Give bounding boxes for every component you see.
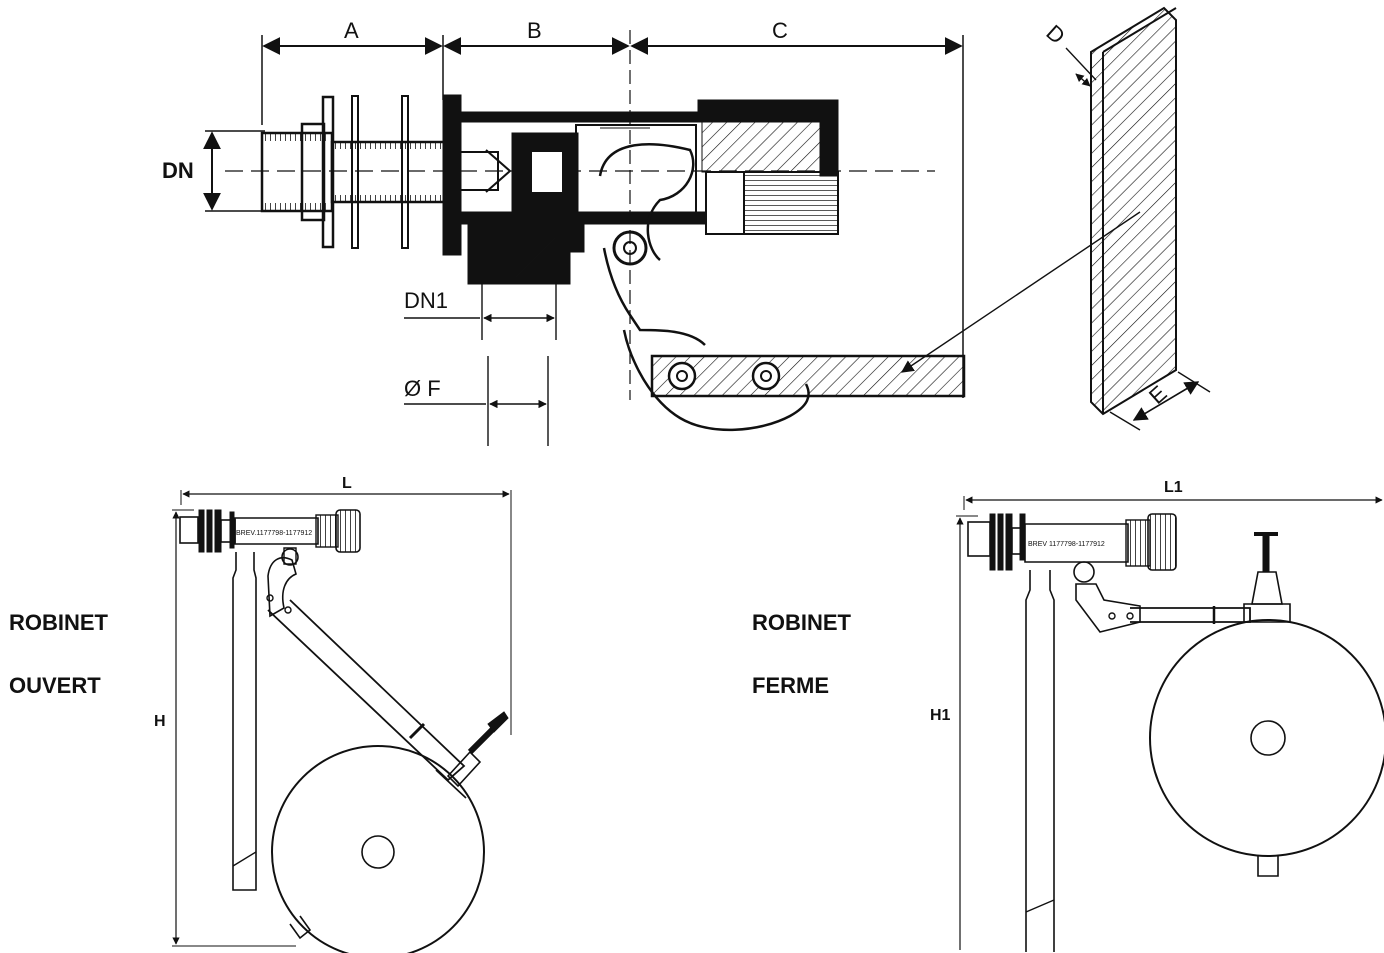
closed-state-line2: FERME bbox=[752, 673, 829, 698]
label-l1: L1 bbox=[1164, 479, 1183, 496]
float-ball-open bbox=[271, 745, 485, 953]
open-valve-view bbox=[172, 490, 512, 953]
label-d: D bbox=[1041, 20, 1070, 49]
dimension-e-line bbox=[1132, 381, 1200, 421]
label-dn1: DN1 bbox=[404, 288, 448, 313]
label-c: C bbox=[772, 18, 788, 43]
closed-valve-view bbox=[956, 496, 1384, 952]
open-state-line1: ROBINET bbox=[9, 610, 109, 635]
open-state-line2: OUVERT bbox=[9, 673, 101, 698]
label-h1: H1 bbox=[930, 707, 951, 724]
stamp-left: BREV.1177798-1177912 bbox=[236, 530, 312, 537]
label-phi-f: Ø F bbox=[404, 376, 441, 401]
section-view bbox=[203, 6, 1211, 446]
closed-state-line1: ROBINET bbox=[752, 610, 852, 635]
label-b: B bbox=[527, 18, 542, 43]
dimension-d-line bbox=[1075, 73, 1091, 87]
arm-plate-side-view bbox=[1090, 6, 1177, 416]
label-l: L bbox=[342, 475, 352, 492]
label-a: A bbox=[344, 18, 359, 43]
stamp-right: BREV 1177798-1177912 bbox=[1028, 541, 1105, 548]
label-h: H bbox=[154, 713, 166, 730]
float-ball-closed bbox=[1149, 619, 1384, 857]
label-dn: DN bbox=[162, 158, 194, 183]
